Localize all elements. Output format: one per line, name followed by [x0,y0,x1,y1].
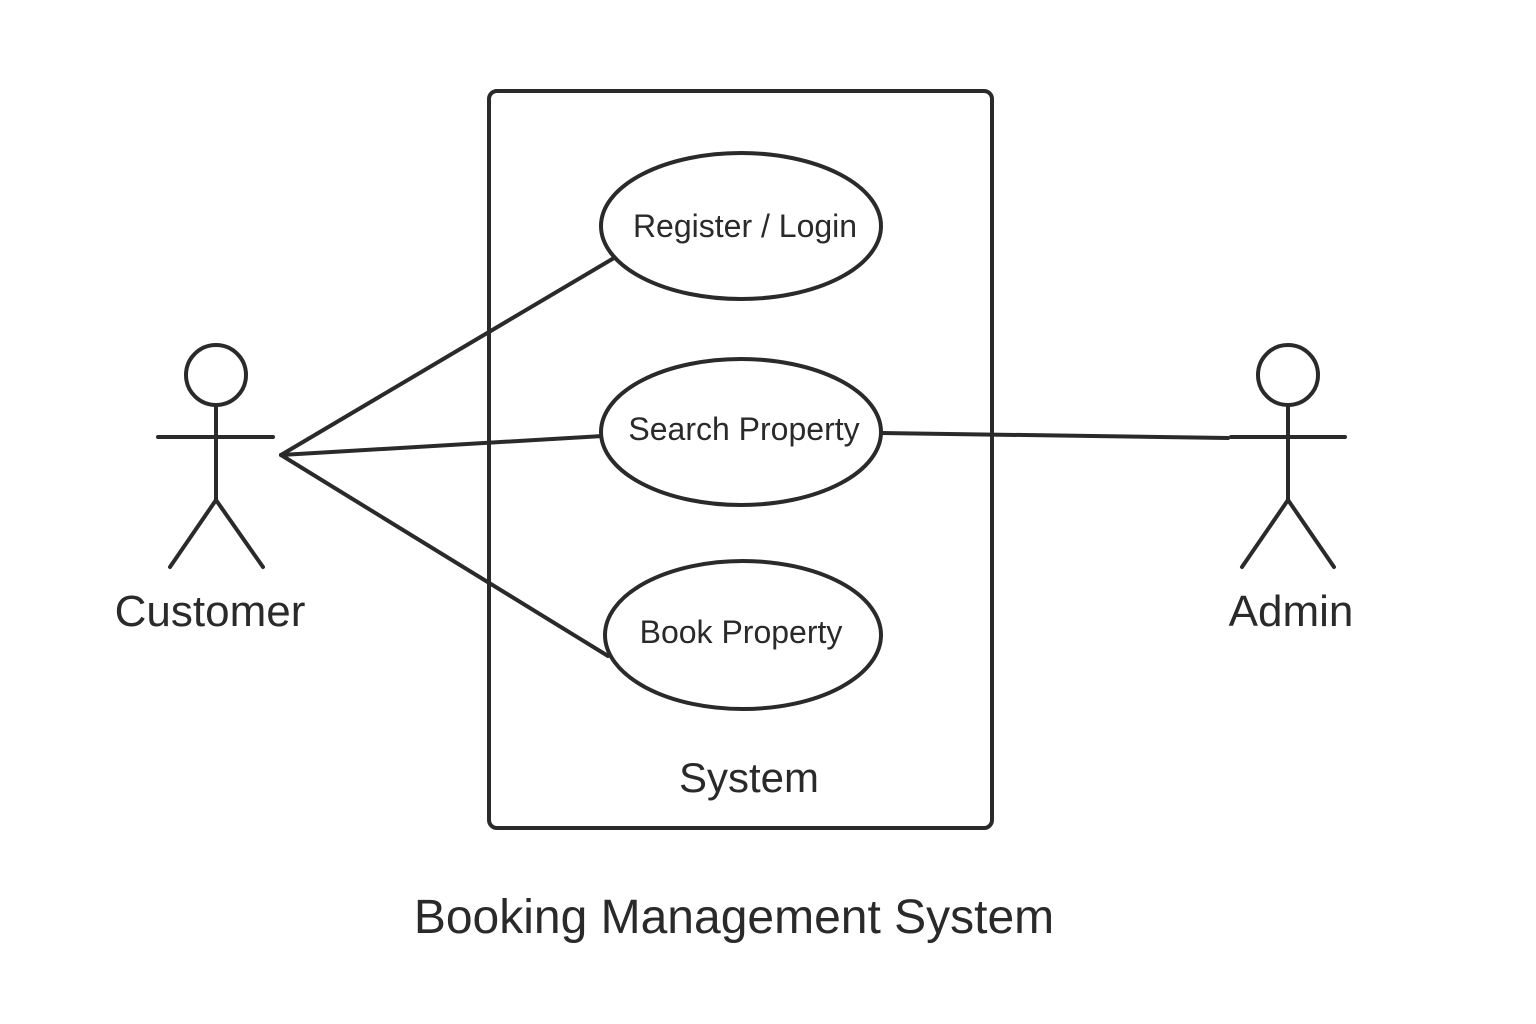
system-label: System [679,754,819,801]
use-case-label: Register / Login [633,208,857,244]
use-case-label: Book Property [640,614,843,650]
stick-figure-icon [156,343,275,569]
association-customer-register-login [279,256,616,457]
system-boundary-box [487,89,994,830]
association-customer-search-property [279,434,605,457]
actor-customer[interactable]: Customer [115,343,306,636]
stick-figure-icon [1229,343,1347,569]
associations [279,256,1230,658]
use-case-ellipse [599,357,883,507]
use-case-book-property[interactable]: Book Property [603,559,883,711]
diagram-title: Booking Management System [414,891,1054,944]
use-case-search-property[interactable]: Search Property [599,357,883,507]
association-admin-search-property [880,431,1230,440]
use-case-register-login[interactable]: Register / Login [599,151,883,301]
actor-label: Admin [1229,587,1354,636]
actor-admin[interactable]: Admin [1229,343,1354,636]
use-case-ellipse [599,151,883,301]
association-customer-book-property [279,453,610,658]
system-boundary: System [487,89,994,830]
use-case-label: Search Property [628,411,859,447]
actor-label: Customer [115,587,306,636]
use-case-ellipse [603,559,883,711]
